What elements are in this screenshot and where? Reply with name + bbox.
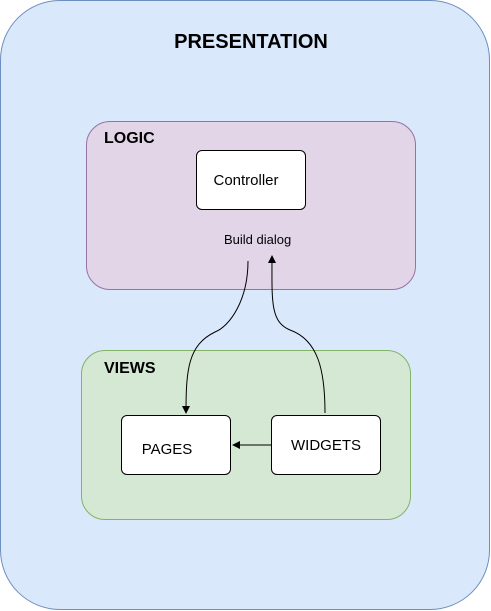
pages-node[interactable]: PAGES: [121, 415, 231, 475]
controller-node[interactable]: Controller: [196, 150, 306, 210]
logic-title: LOGIC: [104, 130, 155, 147]
build-dialog-label: Build dialog: [224, 232, 292, 247]
views-title: VIEWS: [104, 360, 156, 377]
presentation-title: PRESENTATION: [174, 31, 328, 53]
edge-logic-to-pages: [182, 260, 249, 414]
controller-label: Controller: [213, 171, 279, 189]
edge-widgets-to-logic: [267, 255, 326, 414]
widgets-node[interactable]: WIDGETS: [271, 415, 381, 475]
logic-container: [86, 121, 416, 290]
pages-label: PAGES: [141, 440, 193, 458]
widgets-label: WIDGETS: [291, 436, 361, 454]
